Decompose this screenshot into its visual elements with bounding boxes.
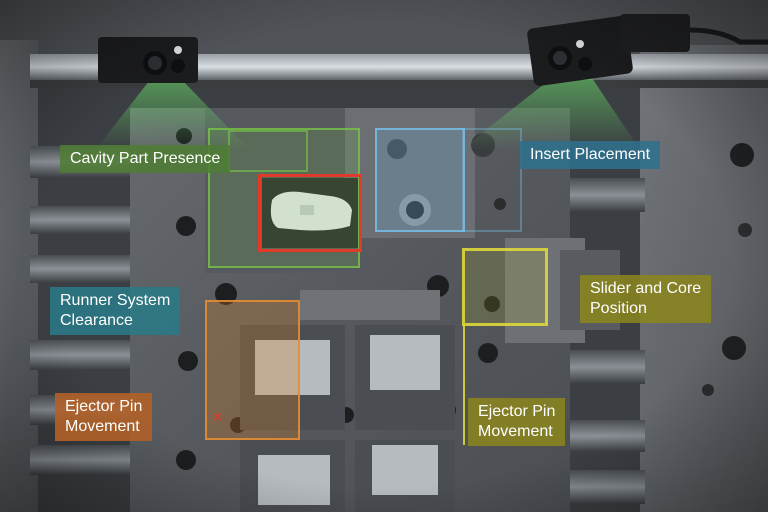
- cavity-zone-inner-frame: [228, 130, 308, 172]
- defect-marker-icon: ✕: [212, 410, 224, 426]
- slider-and-core-position-label: Slider and Core Position: [580, 275, 712, 323]
- insert-zone-right-frame: [462, 128, 522, 232]
- insert-placement-label: Insert Placement: [520, 141, 661, 169]
- insert-zone-overlay: [375, 128, 465, 232]
- cavity-part-presence-label: Cavity Part Presence: [60, 145, 231, 173]
- runner-system-clearance-label: Runner System Clearance: [50, 287, 181, 335]
- runner-zone-overlay: [205, 300, 300, 440]
- ejector-pin-movement-left-label: Ejector Pin Movement: [55, 393, 153, 441]
- cavity-zone-overlay: [208, 128, 360, 268]
- ejector-right-zone-overlay: [463, 325, 471, 445]
- part-defect-box: [258, 174, 362, 252]
- ejector-pin-movement-right-label: Ejector Pin Movement: [468, 398, 566, 446]
- slider-zone-overlay: [462, 248, 548, 326]
